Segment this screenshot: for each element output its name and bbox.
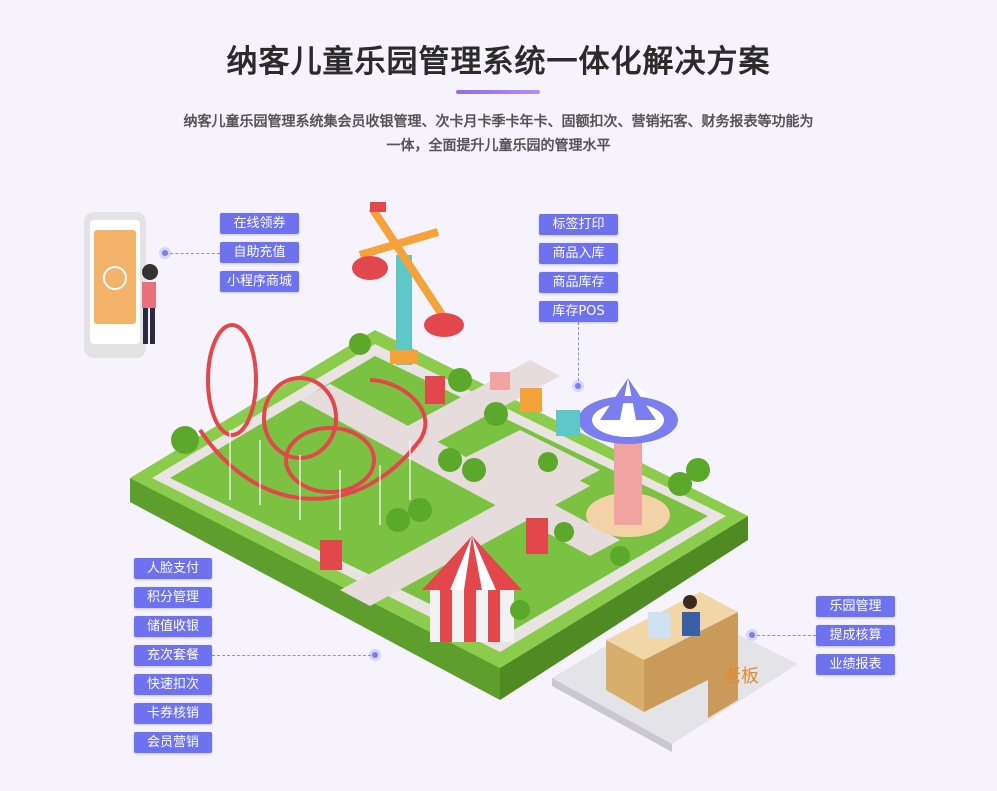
tag-mini-program-mall[interactable]: 小程序商城 (220, 271, 299, 292)
tag-quick-deduct[interactable]: 快速扣次 (134, 674, 212, 695)
connector-cashier (212, 655, 376, 656)
tag-label-print[interactable]: 标签打印 (539, 214, 618, 235)
tag-coupon-verify[interactable]: 卡券核销 (134, 703, 212, 724)
circus-tent (422, 536, 522, 642)
boss-label: 老板 (723, 666, 759, 687)
page-description: 纳客儿童乐园管理系统集会员收银管理、次卡月卡季卡年卡、固额扣次、营销拓客、财务报… (140, 110, 857, 158)
connector-online (165, 253, 220, 254)
tag-stock-pos[interactable]: 库存POS (539, 301, 618, 322)
trees (171, 333, 710, 620)
connector-dot-boss (749, 632, 755, 638)
tag-self-recharge[interactable]: 自助充值 (220, 242, 299, 263)
connector-dot-cashier (372, 652, 378, 658)
tag-stored-value[interactable]: 储值收银 (134, 616, 212, 637)
page-title: 纳客儿童乐园管理系统一体化解决方案 (226, 44, 771, 80)
title-underline (456, 90, 540, 94)
tag-online-coupon[interactable]: 在线领券 (220, 213, 299, 234)
boss-desk (552, 592, 798, 752)
connector-boss (752, 635, 816, 636)
connector-goods (578, 322, 579, 386)
tag-commission[interactable]: 提成核算 (816, 625, 895, 646)
pendulum-ride (352, 202, 464, 365)
tag-goods-inbound[interactable]: 商品入库 (539, 243, 618, 264)
coaster-supports (229, 430, 411, 530)
park-base (130, 330, 748, 700)
connector-dot-goods (575, 383, 581, 389)
booths (320, 372, 580, 570)
description-line-1: 纳客儿童乐园管理系统集会员收银管理、次卡月卡季卡年卡、固额扣次、营销拓客、财务报… (183, 114, 814, 130)
carousel (578, 378, 678, 537)
girl-figure (142, 264, 158, 344)
connector-dot-online (162, 250, 168, 256)
tag-member-marketing[interactable]: 会员营销 (134, 732, 212, 753)
tag-face-pay[interactable]: 人脸支付 (134, 558, 212, 579)
description-line-2: 一体，全面提升儿童乐园的管理水平 (386, 138, 611, 154)
tag-points-management[interactable]: 积分管理 (134, 587, 212, 608)
tag-park-management[interactable]: 乐园管理 (816, 596, 895, 617)
mobile-phone (84, 212, 146, 358)
tag-performance-report[interactable]: 业绩报表 (816, 654, 895, 675)
tag-goods-stock[interactable]: 商品库存 (539, 272, 618, 293)
tag-times-package[interactable]: 充次套餐 (134, 645, 212, 666)
